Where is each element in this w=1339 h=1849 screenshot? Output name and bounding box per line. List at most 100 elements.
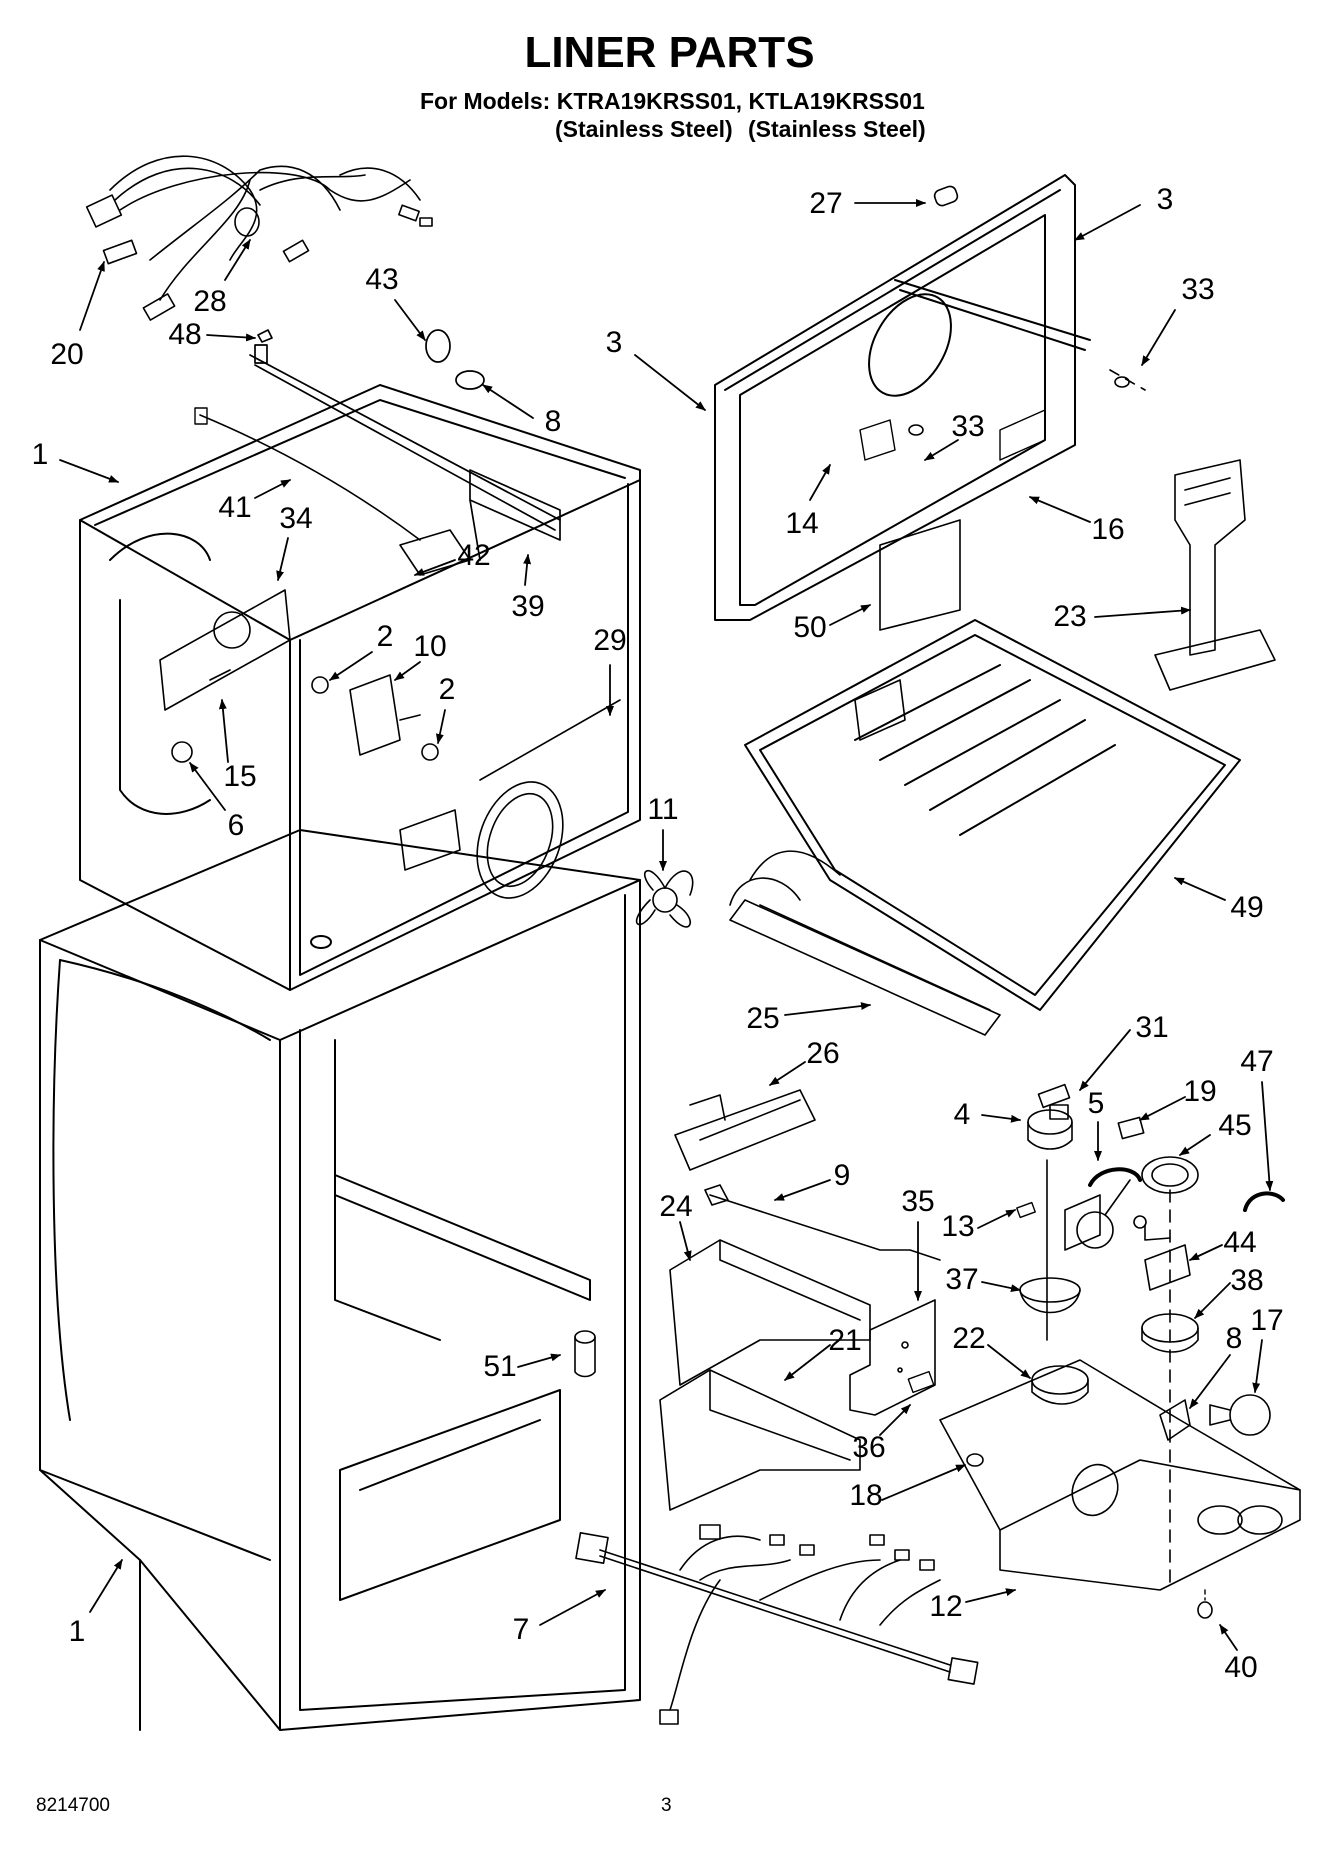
light-housing (249, 329, 561, 561)
callout-22[interactable]: 22 (952, 1322, 986, 1355)
leader-arrow (924, 439, 959, 461)
callout-14[interactable]: 14 (785, 507, 819, 540)
shield-42 (399, 529, 471, 576)
callout-2-upper[interactable]: 2 (376, 620, 394, 653)
callout-9[interactable]: 9 (833, 1159, 851, 1192)
callout-10[interactable]: 10 (413, 630, 447, 663)
leader-arrow (784, 1344, 831, 1381)
leader-arrow (634, 354, 706, 411)
callout-3-right[interactable]: 3 (1156, 183, 1174, 216)
plate-35 (849, 1299, 936, 1416)
ice-maker-housing-12 (939, 1359, 1301, 1591)
cup-37 (1019, 1277, 1081, 1314)
callout-17[interactable]: 17 (1250, 1304, 1284, 1337)
leader-lines (59, 199, 1274, 1651)
leader-arrow (1094, 606, 1191, 618)
nut-40 (1197, 1601, 1213, 1619)
callout-12[interactable]: 12 (929, 1590, 963, 1623)
callout-28[interactable]: 28 (193, 285, 227, 318)
callout-19[interactable]: 19 (1183, 1075, 1217, 1108)
callout-4[interactable]: 4 (953, 1098, 971, 1131)
callout-2-lower[interactable]: 2 (438, 673, 456, 706)
callout-40[interactable]: 40 (1224, 1651, 1258, 1684)
bulb-17 (1209, 1394, 1271, 1436)
callout-36[interactable]: 36 (852, 1431, 886, 1464)
leader-arrow (329, 651, 373, 681)
callout-21[interactable]: 21 (828, 1324, 862, 1357)
hose-47 (1243, 1191, 1285, 1212)
callout-26[interactable]: 26 (806, 1037, 840, 1070)
leader-arrow (1029, 496, 1091, 523)
callout-27[interactable]: 27 (809, 187, 843, 220)
callout-18[interactable]: 18 (849, 1479, 883, 1512)
freezer-liner (79, 384, 641, 991)
callout-16[interactable]: 16 (1091, 513, 1125, 546)
leader-arrow (679, 1221, 692, 1261)
callout-3-left[interactable]: 3 (605, 326, 623, 359)
leader-arrow (829, 604, 871, 626)
callout-5[interactable]: 5 (1087, 1087, 1105, 1120)
callout-8-upper[interactable]: 8 (544, 405, 562, 438)
page-title: LINER PARTS (524, 28, 815, 77)
leader-arrow (218, 699, 229, 763)
nut-2b (421, 743, 439, 761)
callout-47[interactable]: 47 (1240, 1045, 1274, 1078)
duct-24 (669, 1239, 871, 1386)
leader-arrow (517, 1353, 561, 1368)
cup-51 (574, 1330, 596, 1378)
callout-41[interactable]: 41 (218, 491, 252, 524)
nut-2a (311, 676, 329, 694)
wire-41 (199, 414, 421, 541)
rear-panel (714, 174, 1091, 621)
clip-31 (1037, 1083, 1071, 1109)
callout-33-center[interactable]: 33 (951, 410, 985, 443)
callout-49[interactable]: 49 (1230, 891, 1264, 924)
callout-25[interactable]: 25 (746, 1002, 780, 1035)
callout-43[interactable]: 43 (365, 263, 399, 296)
callout-48[interactable]: 48 (168, 318, 202, 351)
damper-34 (159, 589, 291, 711)
callout-20[interactable]: 20 (50, 338, 84, 371)
callout-6[interactable]: 6 (227, 809, 245, 842)
callout-24[interactable]: 24 (659, 1190, 693, 1223)
callout-42[interactable]: 42 (457, 539, 491, 572)
contact-13 (1016, 1201, 1036, 1219)
callout-8-lower[interactable]: 8 (1225, 1322, 1243, 1355)
callout-15[interactable]: 15 (223, 760, 257, 793)
callout-51[interactable]: 51 (483, 1350, 517, 1383)
fresh-food-liner (39, 829, 641, 1731)
callout-50[interactable]: 50 (793, 611, 827, 644)
leader-arrow (1189, 1244, 1223, 1261)
callout-39[interactable]: 39 (511, 590, 545, 623)
leader-arrow (1179, 1134, 1211, 1156)
callout-23[interactable]: 23 (1053, 600, 1087, 633)
leader-arrow (394, 299, 426, 341)
callout-45[interactable]: 45 (1218, 1109, 1252, 1142)
leader-arrow (965, 1588, 1016, 1603)
callout-1-upper[interactable]: 1 (31, 438, 49, 471)
leader-arrow (435, 709, 446, 744)
callout-7[interactable]: 7 (512, 1613, 530, 1646)
callout-11[interactable]: 11 (647, 793, 679, 826)
callout-1-lower[interactable]: 1 (68, 1615, 86, 1648)
callout-35[interactable]: 35 (901, 1185, 935, 1218)
callout-37[interactable]: 37 (945, 1263, 979, 1296)
callout-38[interactable]: 38 (1230, 1264, 1264, 1297)
heater-9-tab (704, 1184, 729, 1206)
leader-arrow (59, 459, 119, 483)
leader-arrow (89, 1559, 123, 1613)
callout-31[interactable]: 31 (1135, 1011, 1169, 1044)
leader-arrow (881, 1464, 966, 1501)
callout-44[interactable]: 44 (1223, 1226, 1257, 1259)
callout-34[interactable]: 34 (279, 502, 313, 535)
leader-arrow (79, 261, 105, 331)
leader-arrow (1174, 877, 1226, 901)
duct-21 (659, 1369, 861, 1511)
switch-19 (1117, 1116, 1145, 1140)
callout-29[interactable]: 29 (593, 624, 627, 657)
callout-33-right[interactable]: 33 (1181, 273, 1215, 306)
tray-50 (879, 519, 961, 631)
bumper-27 (933, 185, 959, 207)
callout-13[interactable]: 13 (941, 1210, 975, 1243)
